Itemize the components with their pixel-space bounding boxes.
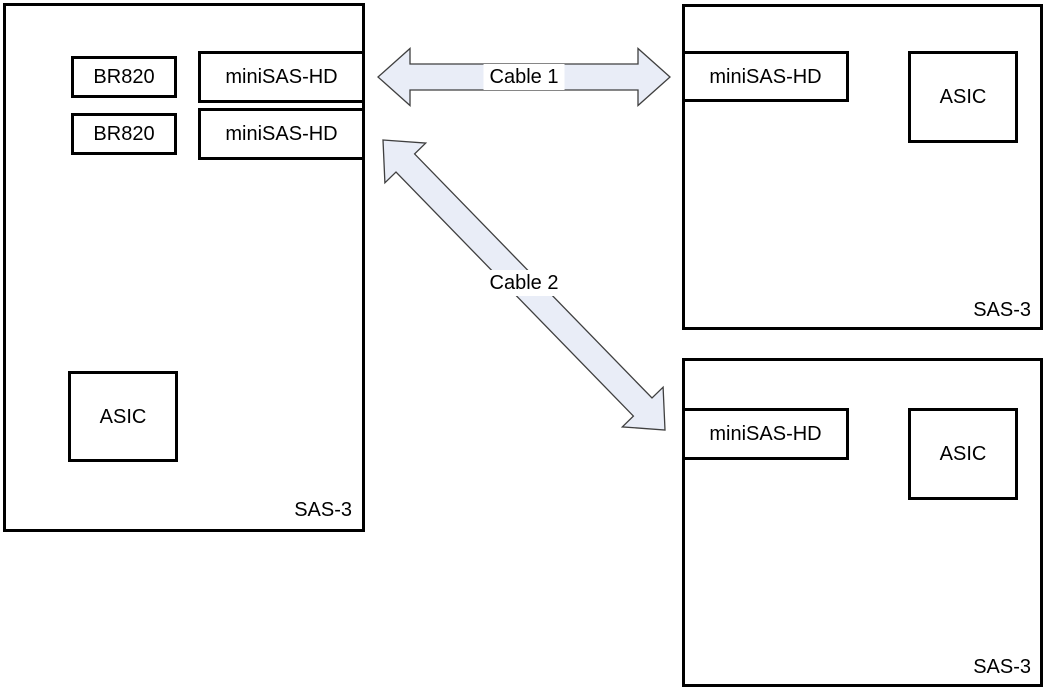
board-bottom-right-target: miniSAS-HD ASIC SAS-3 bbox=[682, 358, 1043, 687]
board-left-initiator: BR820 miniSAS-HD BR820 miniSAS-HD ASIC S… bbox=[3, 3, 365, 532]
asic-top-right: ASIC bbox=[908, 51, 1018, 143]
connector-minisas-left-2: miniSAS-HD bbox=[198, 108, 365, 160]
asic-left: ASIC bbox=[68, 371, 178, 462]
connector-minisas-bottom-right: miniSAS-HD bbox=[682, 408, 849, 460]
connector-minisas-left-2-label: miniSAS-HD bbox=[225, 123, 338, 145]
board-left-type-label: SAS-3 bbox=[294, 499, 352, 521]
connector-minisas-top-right-label: miniSAS-HD bbox=[709, 65, 822, 88]
board-bottom-right-type-label: SAS-3 bbox=[973, 656, 1031, 678]
connector-minisas-left-1: miniSAS-HD bbox=[198, 51, 365, 103]
cable2-label: Cable 2 bbox=[483, 270, 565, 296]
connector-minisas-bottom-right-label: miniSAS-HD bbox=[709, 423, 822, 445]
board-top-right-type-label: SAS-3 bbox=[973, 299, 1031, 321]
asic-top-right-label: ASIC bbox=[939, 86, 987, 108]
asic-bottom-right-label: ASIC bbox=[939, 443, 987, 465]
retimer-br820-1-label: BR820 bbox=[93, 66, 155, 88]
retimer-br820-1: BR820 bbox=[71, 56, 177, 98]
cable1-label: Cable 1 bbox=[483, 64, 565, 90]
connector-minisas-top-right: miniSAS-HD bbox=[682, 51, 849, 102]
board-top-right-target: miniSAS-HD ASIC SAS-3 bbox=[682, 4, 1043, 330]
connector-minisas-left-1-label: miniSAS-HD bbox=[225, 66, 338, 88]
asic-left-label: ASIC bbox=[99, 405, 147, 428]
asic-bottom-right: ASIC bbox=[908, 408, 1018, 500]
retimer-br820-2-label: BR820 bbox=[93, 123, 155, 145]
retimer-br820-2: BR820 bbox=[71, 113, 177, 155]
